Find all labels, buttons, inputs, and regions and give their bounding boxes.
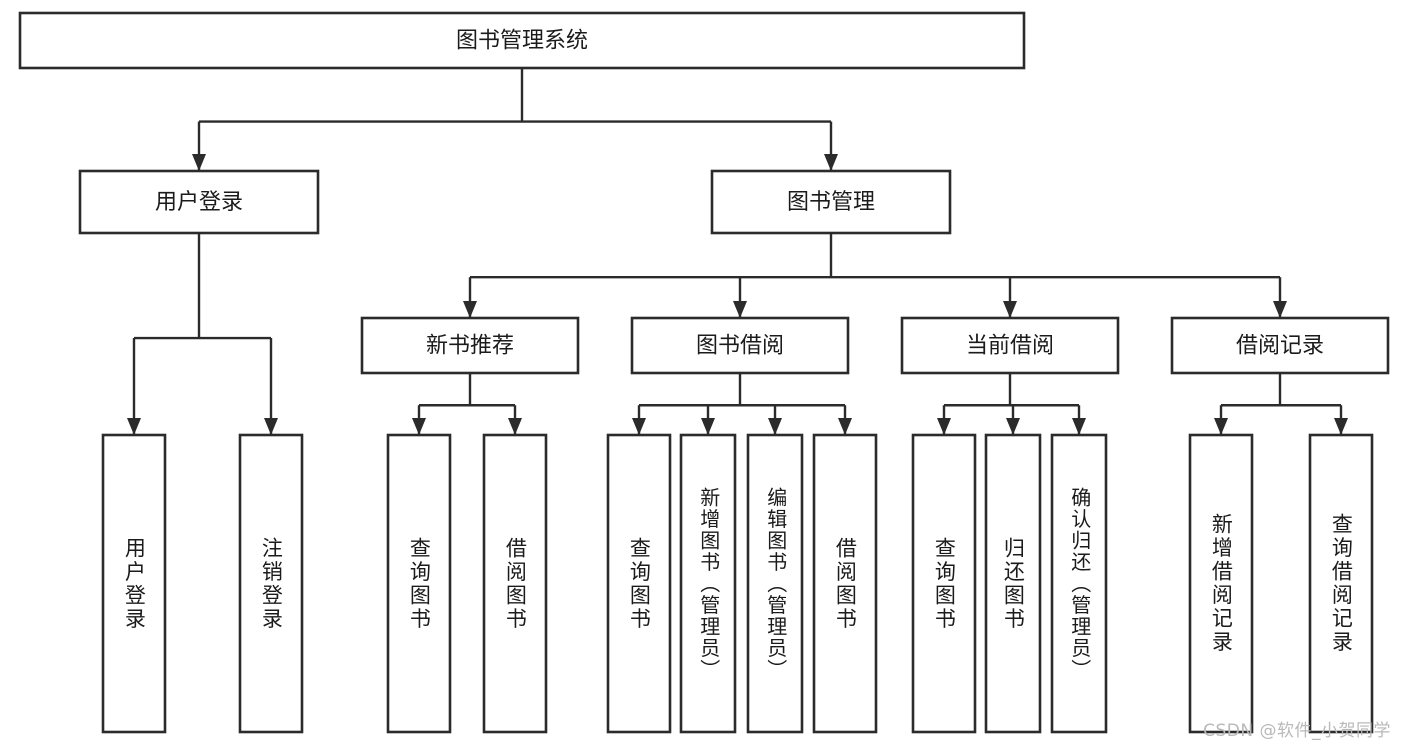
arrow-head-icon xyxy=(1334,418,1348,435)
arrow-head-icon xyxy=(1273,301,1287,318)
node-box-leaf-query-book-current[interactable] xyxy=(911,433,977,734)
arrow-head-icon xyxy=(838,418,852,435)
arrow-head-icon xyxy=(463,301,477,318)
node-label-root: 图书管理系统 xyxy=(456,29,588,54)
arrow-head-icon xyxy=(701,418,715,435)
watermark-text: CSDN @软件_小贺同学 xyxy=(1203,721,1391,741)
arrow-head-icon xyxy=(824,154,838,171)
arrow-head-icon xyxy=(412,418,426,435)
node-box-root[interactable] xyxy=(18,11,1026,70)
node-label-book-borrow: 图书借阅 xyxy=(696,334,784,359)
node-box-book-borrow[interactable] xyxy=(630,316,850,375)
node-box-leaf-query-borrow-record[interactable] xyxy=(1308,433,1374,734)
arrow-head-icon xyxy=(768,418,782,435)
arrow-head-icon xyxy=(733,301,747,318)
node-box-user-login[interactable] xyxy=(78,169,320,235)
node-box-leaf-borrow-book[interactable] xyxy=(812,433,878,734)
connectors-layer xyxy=(127,68,1348,435)
node-box-current-borrow[interactable] xyxy=(900,316,1120,375)
node-box-leaf-add-borrow-record[interactable] xyxy=(1188,433,1254,734)
node-box-leaf-borrow-book-recommend[interactable] xyxy=(482,433,548,734)
node-label-user-login: 用户登录 xyxy=(155,190,243,215)
arrow-head-icon xyxy=(127,418,141,435)
node-label-book-manage: 图书管理 xyxy=(787,190,875,215)
node-box-leaf-query-book-borrow[interactable] xyxy=(606,433,672,734)
arrow-head-icon xyxy=(937,418,951,435)
node-box-leaf-return-book[interactable] xyxy=(984,433,1042,734)
boxes-layer xyxy=(18,11,1390,734)
arrow-head-icon xyxy=(1006,418,1020,435)
node-box-leaf-query-book-recommend[interactable] xyxy=(386,433,452,734)
node-label-new-book-recommend: 新书推荐 xyxy=(426,334,514,359)
arrow-head-icon xyxy=(508,418,522,435)
node-label-current-borrow: 当前借阅 xyxy=(966,334,1054,359)
arrow-head-icon xyxy=(1003,301,1017,318)
node-box-leaf-edit-book-admin[interactable] xyxy=(746,433,804,734)
node-box-leaf-user-login[interactable] xyxy=(101,433,167,734)
node-box-leaf-add-book-admin[interactable] xyxy=(679,433,737,734)
node-label-borrow-record: 借阅记录 xyxy=(1236,334,1324,359)
arrow-head-icon xyxy=(632,418,646,435)
node-box-leaf-logout-login[interactable] xyxy=(238,433,304,734)
arrow-head-icon xyxy=(1214,418,1228,435)
node-box-new-book-recommend[interactable] xyxy=(360,316,580,375)
arrow-head-icon xyxy=(192,154,206,171)
arrow-head-icon xyxy=(264,418,278,435)
node-box-borrow-record[interactable] xyxy=(1170,316,1390,375)
node-box-leaf-confirm-return-admin[interactable] xyxy=(1050,433,1108,734)
node-box-book-manage[interactable] xyxy=(710,169,952,235)
arrow-head-icon xyxy=(1072,418,1086,435)
